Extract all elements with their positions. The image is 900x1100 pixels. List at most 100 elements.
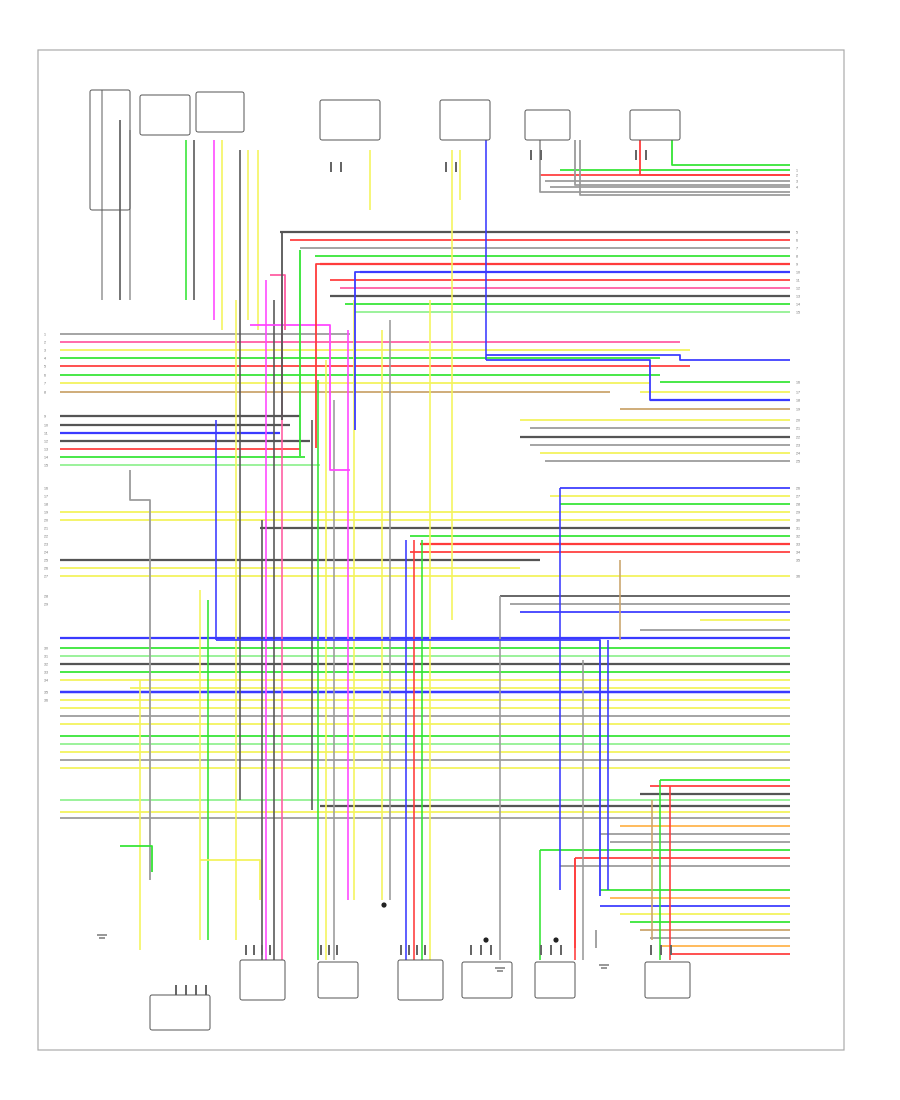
right-pin-label: 18 bbox=[796, 399, 800, 403]
right-pin-label: 19 bbox=[796, 408, 800, 412]
component-box-5 bbox=[439, 99, 491, 141]
connector-pin-4-2 bbox=[560, 945, 562, 955]
connector-pin-5-2 bbox=[670, 945, 672, 955]
connector-pin-5-1 bbox=[660, 945, 662, 955]
right-pin-label: 8 bbox=[796, 255, 798, 259]
connector-pin-10-1 bbox=[645, 150, 647, 160]
left-pin-label: 20 bbox=[44, 519, 48, 523]
wire-magenta-147 bbox=[250, 324, 350, 471]
right-pin-label: 16 bbox=[796, 381, 800, 385]
connector-pin-1-1 bbox=[328, 945, 330, 955]
connector-pin-4-0 bbox=[540, 945, 542, 955]
wire-pink-148 bbox=[270, 274, 286, 330]
left-pin-label: 3 bbox=[44, 349, 46, 353]
wire-gray-154 bbox=[579, 140, 790, 196]
right-pin-label: 32 bbox=[796, 535, 800, 539]
wire-blue-151 bbox=[354, 271, 360, 430]
pin-label-layer: 1234567891011121314151617181920212223242… bbox=[44, 169, 800, 703]
component-box-3 bbox=[195, 91, 245, 133]
connector-pin-3-2 bbox=[490, 945, 492, 955]
connector-pin-9-0 bbox=[530, 150, 532, 160]
right-pin-label: 9 bbox=[796, 263, 798, 267]
right-pin-label: 29 bbox=[796, 511, 800, 515]
component-box-8 bbox=[239, 959, 286, 1001]
component-box-4 bbox=[319, 99, 381, 141]
right-pin-label: 34 bbox=[796, 551, 800, 555]
left-pin-label: 6 bbox=[44, 374, 46, 378]
connector-pin-6-0 bbox=[175, 985, 177, 995]
left-pin-label: 36 bbox=[44, 699, 48, 703]
component-box-12 bbox=[534, 961, 576, 999]
left-pin-label: 7 bbox=[44, 382, 46, 386]
wire-blue-155 bbox=[486, 359, 790, 401]
left-pin-label: 17 bbox=[44, 495, 48, 499]
left-pin-label: 5 bbox=[44, 365, 46, 369]
connector-pin-0-0 bbox=[245, 945, 247, 955]
right-pin-label: 11 bbox=[796, 279, 800, 283]
right-pin-label: 13 bbox=[796, 295, 800, 299]
left-pin-label: 22 bbox=[44, 535, 48, 539]
left-pin-label: 26 bbox=[44, 567, 48, 571]
connector-pin-8-0 bbox=[445, 162, 447, 172]
left-pin-label: 2 bbox=[44, 341, 46, 345]
left-pin-label: 33 bbox=[44, 671, 48, 675]
right-pin-label: 17 bbox=[796, 391, 800, 395]
left-pin-label: 8 bbox=[44, 391, 46, 395]
component-layer bbox=[89, 89, 691, 1031]
wire-layer bbox=[60, 90, 790, 960]
connector-pin-1-0 bbox=[320, 945, 322, 955]
left-pin-label: 4 bbox=[44, 357, 46, 361]
left-pin-label: 28 bbox=[44, 595, 48, 599]
connector-pin-0-1 bbox=[253, 945, 255, 955]
right-pin-label: 1 bbox=[796, 169, 798, 173]
right-pin-label: 28 bbox=[796, 503, 800, 507]
wire-gray-144 bbox=[574, 140, 790, 186]
left-pin-label: 27 bbox=[44, 575, 48, 579]
right-pin-label: 27 bbox=[796, 495, 800, 499]
wire-red-142 bbox=[639, 140, 790, 176]
component-box-2 bbox=[139, 94, 191, 136]
left-pin-label: 32 bbox=[44, 663, 48, 667]
component-box-1 bbox=[89, 89, 131, 211]
connector-pin-6-2 bbox=[195, 985, 197, 995]
left-pin-label: 10 bbox=[44, 424, 48, 428]
right-pin-label: 23 bbox=[796, 444, 800, 448]
wire-red-152 bbox=[315, 263, 320, 448]
wire-blue-158 bbox=[216, 639, 601, 896]
connector-pin-2-3 bbox=[424, 945, 426, 955]
right-pin-label: 22 bbox=[796, 436, 800, 440]
right-pin-label: 7 bbox=[796, 247, 798, 251]
right-pin-label: 4 bbox=[796, 186, 798, 190]
left-pin-label: 13 bbox=[44, 448, 48, 452]
connector-pin-8-1 bbox=[455, 162, 457, 172]
right-pin-label: 3 bbox=[796, 180, 798, 184]
left-pin-label: 31 bbox=[44, 655, 48, 659]
connector-layer bbox=[175, 150, 672, 995]
right-pin-label: 31 bbox=[796, 527, 800, 531]
left-pin-label: 29 bbox=[44, 603, 48, 607]
wire-green-143 bbox=[671, 140, 790, 166]
wire-green-160 bbox=[120, 845, 153, 872]
component-box-13 bbox=[644, 961, 691, 999]
right-pin-label: 14 bbox=[796, 303, 800, 307]
component-box-6 bbox=[524, 109, 571, 141]
left-pin-label: 16 bbox=[44, 487, 48, 491]
connector-pin-9-1 bbox=[540, 150, 542, 160]
left-pin-label: 12 bbox=[44, 440, 48, 444]
connector-pin-0-3 bbox=[269, 945, 271, 955]
left-pin-label: 23 bbox=[44, 543, 48, 547]
right-pin-label: 21 bbox=[796, 427, 800, 431]
left-pin-label: 15 bbox=[44, 464, 48, 468]
component-box-14 bbox=[149, 994, 211, 1031]
right-pin-label: 30 bbox=[796, 519, 800, 523]
connector-pin-1-2 bbox=[336, 945, 338, 955]
connector-pin-2-2 bbox=[416, 945, 418, 955]
right-pin-label: 24 bbox=[796, 452, 800, 456]
connector-pin-6-1 bbox=[185, 985, 187, 995]
connector-pin-10-0 bbox=[635, 150, 637, 160]
connector-pin-5-0 bbox=[650, 945, 652, 955]
right-pin-label: 20 bbox=[796, 419, 800, 423]
left-pin-label: 24 bbox=[44, 551, 48, 555]
left-pin-label: 25 bbox=[44, 559, 48, 563]
